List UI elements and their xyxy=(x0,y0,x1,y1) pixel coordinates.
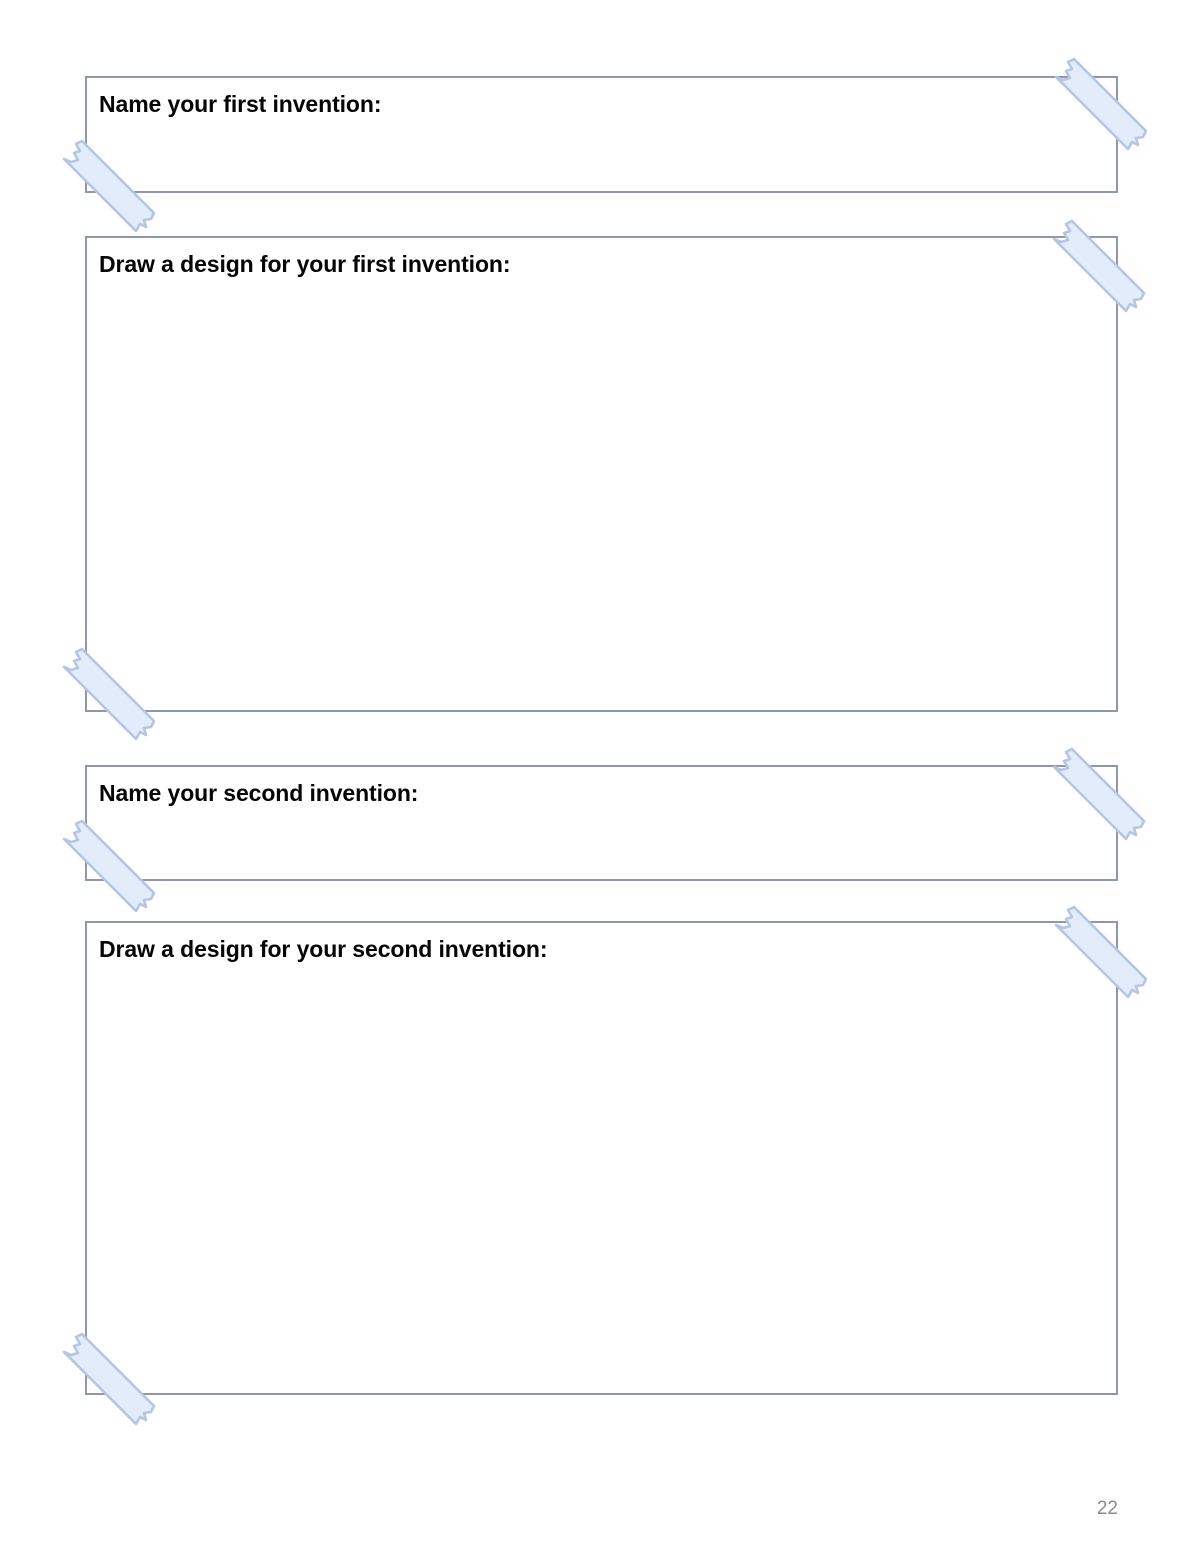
name-first-invention-input[interactable] xyxy=(87,126,1116,191)
name-first-invention-label: Name your first invention: xyxy=(99,91,382,117)
name-second-invention-input[interactable] xyxy=(87,815,1116,879)
draw-first-invention-canvas[interactable] xyxy=(87,286,1116,710)
draw-second-invention-box[interactable]: Draw a design for your second invention: xyxy=(85,921,1118,1395)
name-first-invention-box[interactable]: Name your first invention: xyxy=(85,76,1118,193)
draw-second-invention-canvas[interactable] xyxy=(87,971,1116,1393)
name-second-invention-label: Name your second invention: xyxy=(99,780,419,806)
draw-second-invention-label: Draw a design for your second invention: xyxy=(99,936,548,962)
page-number: 22 xyxy=(1096,1498,1118,1519)
name-second-invention-box[interactable]: Name your second invention: xyxy=(85,765,1118,881)
draw-first-invention-box[interactable]: Draw a design for your first invention: xyxy=(85,236,1118,712)
draw-first-invention-label: Draw a design for your first invention: xyxy=(99,251,511,277)
